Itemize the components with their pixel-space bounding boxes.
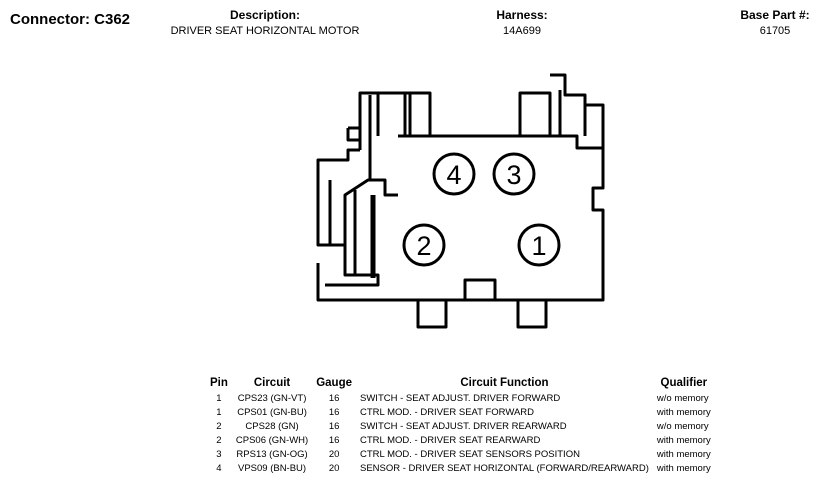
housing-outline <box>316 134 605 302</box>
cell-gauge: 16 <box>328 434 340 446</box>
connector-housing <box>316 73 605 329</box>
cell-pin: 1 <box>216 392 222 404</box>
description-value: DRIVER SEAT HORIZONTAL MOTOR <box>170 25 360 37</box>
cell-pin: 2 <box>216 434 222 446</box>
table-row: 4 VPS09 (BN-BU) 20 SENSOR - DRIVER SEAT … <box>206 461 715 475</box>
pin-4-cavity <box>432 152 476 196</box>
cell-qualifier: w/o memory <box>656 392 709 404</box>
cell-function: SENSOR - DRIVER SEAT HORIZONTAL (FORWARD… <box>360 462 649 474</box>
top-left-latch <box>358 91 380 150</box>
pin-cavities: 4 3 2 1 <box>402 152 561 267</box>
description-label: Description: <box>229 8 300 22</box>
top-right-latch-outer <box>585 103 605 148</box>
cell-circuit: RPS13 (GN-OG) <box>236 448 308 460</box>
pin-2-label: 2 <box>416 231 431 261</box>
table-row: 1 CPS01 (GN-BU) 16 CTRL MOD. - DRIVER SE… <box>206 405 715 419</box>
harness-value: 14A699 <box>503 25 541 37</box>
top-left-latch-ext <box>378 91 407 136</box>
pin-1-label: 1 <box>531 231 546 261</box>
table-header-row: Pin Circuit Gauge Circuit Function Quali… <box>206 377 715 391</box>
description-block: Description: DRIVER SEAT HORIZONTAL MOTO… <box>150 8 380 37</box>
pin-3-label: 3 <box>506 160 521 190</box>
cell-circuit: CPS01 (GN-BU) <box>237 406 307 418</box>
cell-circuit: CPS28 (GN) <box>245 420 299 432</box>
cell-function: CTRL MOD. - DRIVER SEAT FORWARD <box>360 406 535 418</box>
cell-gauge: 16 <box>328 392 340 404</box>
col-header-gauge: Gauge <box>316 377 352 389</box>
col-header-circuit: Circuit <box>253 377 291 389</box>
table-row: 2 CPS28 (GN) 16 SWITCH - SEAT ADJUST. DR… <box>206 419 715 433</box>
cell-pin: 1 <box>216 406 222 418</box>
left-bottom-lock <box>325 245 380 287</box>
latch-tab <box>346 126 360 142</box>
cell-circuit: CPS06 (GN-WH) <box>235 434 309 446</box>
cell-function: SWITCH - SEAT ADJUST. DRIVER REARWARD <box>360 420 567 432</box>
table-row: 1 CPS23 (GN-VT) 16 SWITCH - SEAT ADJUST.… <box>206 391 715 405</box>
harness-label: Harness: <box>496 8 548 22</box>
cell-qualifier: with memory <box>656 448 711 460</box>
cell-qualifier: with memory <box>656 462 711 474</box>
cell-pin: 4 <box>216 462 222 474</box>
cell-circuit: CPS23 (GN-VT) <box>237 392 307 404</box>
cell-pin: 2 <box>216 420 222 432</box>
connector-face-diagram: 4 3 2 1 <box>316 73 605 329</box>
base-part-value: 61705 <box>759 25 791 37</box>
cell-gauge: 16 <box>328 420 340 432</box>
table-row: 2 CPS06 (GN-WH) 16 CTRL MOD. - DRIVER SE… <box>206 433 715 447</box>
cell-function: SWITCH - SEAT ADJUST. DRIVER FORWARD <box>360 392 561 404</box>
pin-3-cavity <box>492 152 536 196</box>
pin-1-cavity <box>517 223 561 267</box>
connector-title: Connector: C362 <box>10 11 131 28</box>
bottom-foot-left <box>416 300 448 329</box>
col-header-qualifier: Qualifier <box>660 377 708 389</box>
cell-gauge: 20 <box>328 448 340 460</box>
cell-gauge: 20 <box>328 462 340 474</box>
base-part-label: Base Part #: <box>740 8 810 22</box>
pin-table: Pin Circuit Gauge Circuit Function Quali… <box>206 377 715 475</box>
cell-circuit: VPS09 (BN-BU) <box>237 462 307 474</box>
col-header-pin: Pin <box>210 377 228 389</box>
top-left-latch-outer <box>398 91 432 136</box>
bottom-foot-right <box>516 300 548 329</box>
bottom-center-tab <box>463 278 497 300</box>
top-right-latch <box>518 91 552 136</box>
cell-qualifier: with memory <box>656 406 711 418</box>
pin-4-label: 4 <box>446 160 461 190</box>
cell-qualifier: with memory <box>656 434 711 446</box>
pin-2-cavity <box>402 223 446 267</box>
table-row: 3 RPS13 (GN-OG) 20 CTRL MOD. - DRIVER SE… <box>206 447 715 461</box>
top-right-latch-hook <box>550 73 587 136</box>
cell-qualifier: w/o memory <box>656 420 709 432</box>
cell-function: CTRL MOD. - DRIVER SEAT SENSORS POSITION <box>360 448 580 460</box>
cell-gauge: 16 <box>328 406 340 418</box>
base-part-block: Base Part #: 61705 <box>730 8 820 37</box>
col-header-function: Circuit Function <box>460 377 549 389</box>
harness-block: Harness: 14A699 <box>470 8 574 37</box>
cell-function: CTRL MOD. - DRIVER SEAT REARWARD <box>360 434 541 446</box>
cell-pin: 3 <box>216 448 222 460</box>
